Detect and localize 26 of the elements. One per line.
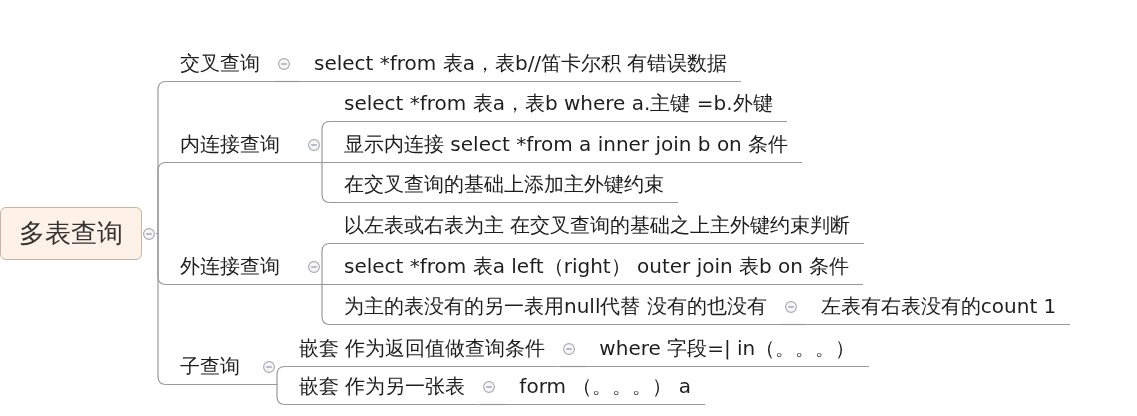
underlined-topic: 嵌套 作为另一张表 (285, 369, 480, 405)
underlined-topic: 交叉查询 (166, 46, 274, 82)
connector-line (155, 161, 167, 235)
connector-line (293, 283, 331, 326)
underlined-topic: select *from 表a，表b//笛卡尔积 有错误数据 (300, 46, 742, 82)
underlined-topic: 嵌套 作为返回值做查询条件 (285, 331, 560, 367)
underlined-topic: where 字段=| in（。。。） (585, 331, 870, 367)
central-topic: 多表查询 (0, 207, 142, 260)
underlined-topic: select *from 表a，表b where a.主键 =b.外键 (330, 86, 787, 122)
connector-line (780, 323, 808, 326)
connector-line (155, 232, 167, 386)
underlined-topic: 外连接查询 (166, 249, 294, 285)
connector-line (273, 80, 301, 83)
underlined-topic: form （。。。） a (505, 369, 705, 405)
connector-line (253, 383, 286, 406)
underlined-topic: 子查询 (166, 349, 254, 385)
connector-line (293, 161, 331, 204)
underlined-topic: select *from 表a left（right） outer join 表b on 条件 (330, 249, 864, 285)
underlined-topic: 显示内连接 select *from a inner join b on 条件 (330, 127, 803, 163)
underlined-topic: 左表有右表没有的count 1 (806, 289, 1071, 325)
connector-line (478, 403, 506, 406)
underlined-topic: 内连接查询 (166, 127, 294, 163)
underlined-topic: 以左表或右表为主 在交叉查询的基础之上主外键约束判断 (330, 208, 865, 244)
connector-line (558, 365, 586, 368)
underlined-topic: 在交叉查询的基础上添加主外键约束 (330, 167, 678, 203)
underlined-topic: 为主的表没有的另一表用null代替 没有的也没有 (330, 289, 781, 325)
